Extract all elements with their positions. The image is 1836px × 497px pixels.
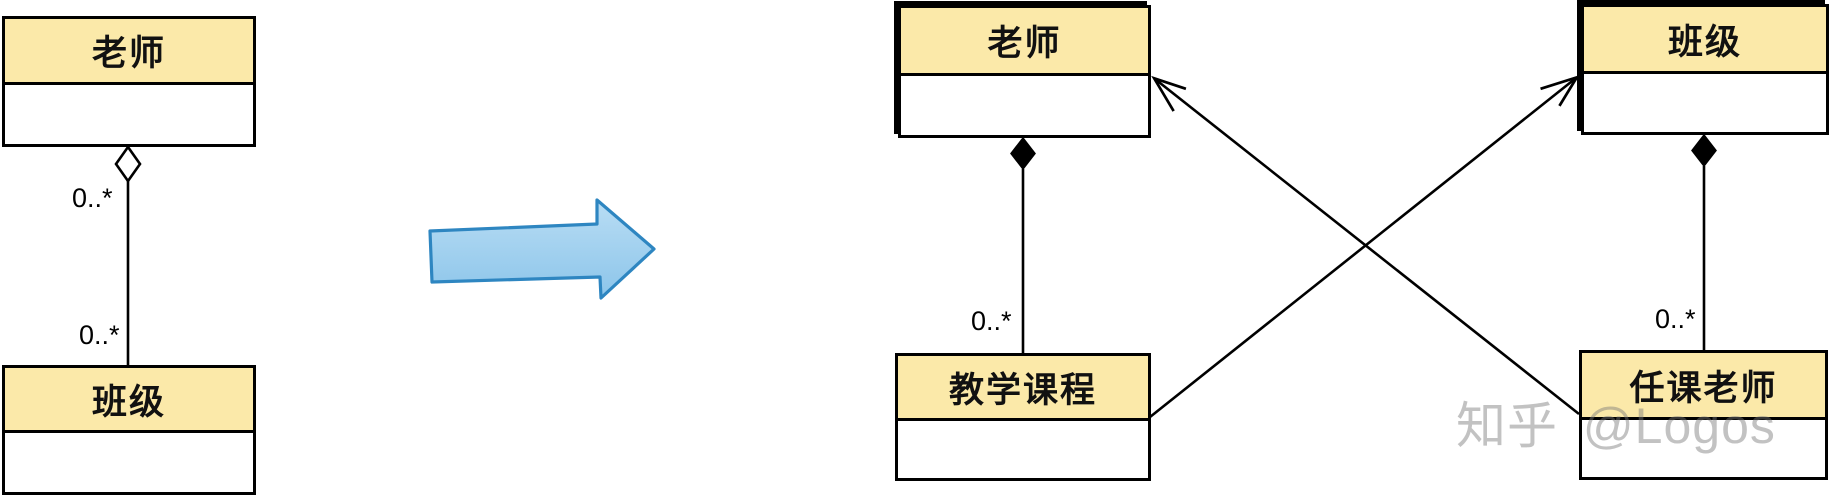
right-composition-diamond-teacher (1010, 136, 1036, 171)
right-multiplicity-courseteacher-class-relation: 0..* (1655, 304, 1696, 334)
left-teacher-class-name: 老师 (91, 34, 166, 73)
right-course-class-name: 教学课程 (948, 370, 1097, 410)
transform-block-arrow (428, 198, 656, 300)
left-class-class-box: 班级 (2, 365, 256, 495)
right-course-class-box: 教学课程 (895, 353, 1151, 481)
right-course-class-header: 教学课程 (898, 356, 1148, 421)
right-teacher-class-box: 老师 (898, 5, 1151, 138)
left-class-class-name: 班级 (91, 382, 166, 422)
association-course-to-class (1149, 74, 1580, 419)
left-multiplicity-near-class: 0..* (79, 320, 120, 350)
right-multiplicity-course-teacher-relation: 0..* (971, 306, 1012, 336)
left-teacher-class-header: 老师 (5, 19, 253, 85)
right-class-class-box: 班级 (1581, 4, 1829, 135)
right-teacher-class-name: 老师 (987, 24, 1062, 63)
left-class-class-header: 班级 (5, 368, 253, 433)
left-multiplicity-near-teacher: 0..* (72, 183, 113, 213)
association-courseteacher-to-teacher (1151, 75, 1580, 416)
right-course-teacher-class-box: 任课老师 (1579, 350, 1828, 480)
zhihu-watermark: 知乎 @Logos (1456, 398, 1776, 454)
left-aggregation-hollow-diamond (114, 144, 142, 184)
right-composition-diamond-class (1691, 133, 1717, 168)
right-class-class-header: 班级 (1584, 7, 1826, 74)
left-teacher-class-box: 老师 (2, 16, 256, 147)
right-class-class-name: 班级 (1667, 22, 1742, 62)
right-course-teacher-class-name: 任课老师 (1629, 368, 1778, 408)
right-course-teacher-class-header: 任课老师 (1582, 353, 1825, 420)
right-teacher-class-header: 老师 (901, 8, 1148, 76)
